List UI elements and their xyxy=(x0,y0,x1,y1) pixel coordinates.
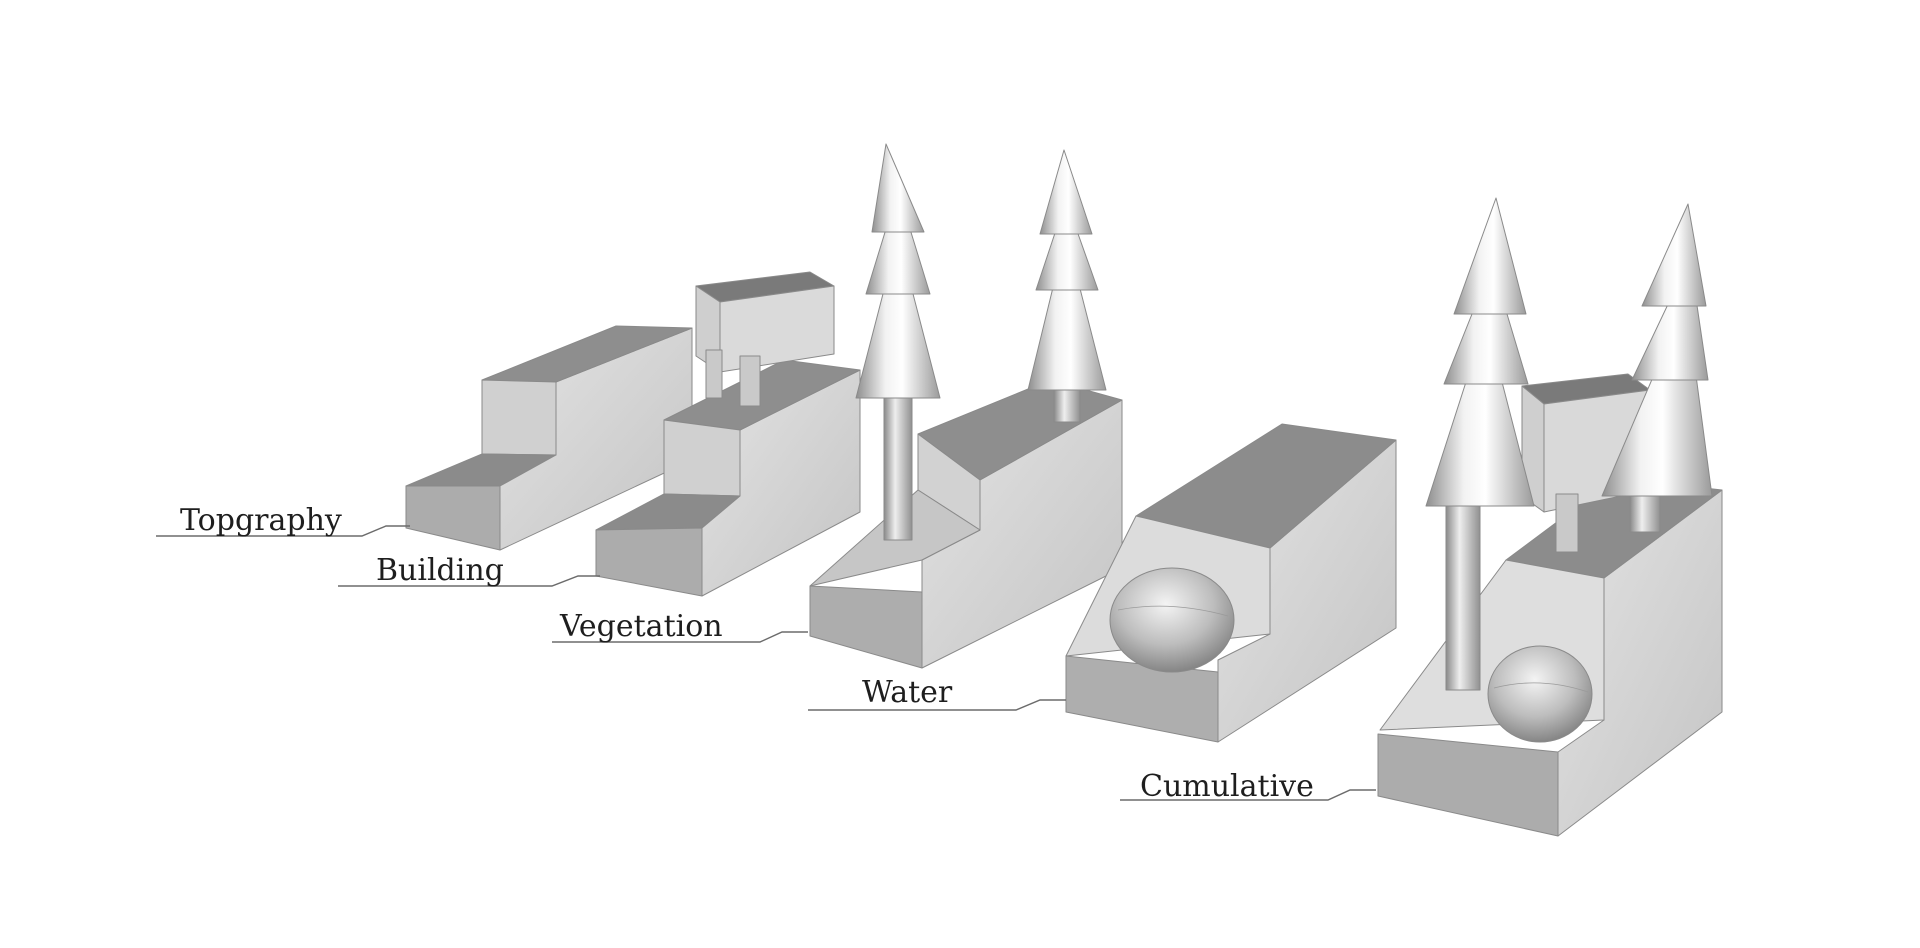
vegetation-tree-cone-top xyxy=(871,143,925,233)
cumulative-tree-cone-top xyxy=(1453,197,1527,315)
vegetation-block xyxy=(809,143,1123,669)
vegetation-tree-cone-top xyxy=(1039,149,1093,235)
topography-slope-face xyxy=(481,379,557,456)
cumulative-label: Cumulative xyxy=(1140,769,1314,804)
topography-block xyxy=(405,325,693,551)
cumulative-tree-cone-middle xyxy=(1443,263,1529,385)
cumulative-tree-cone-top xyxy=(1641,203,1707,307)
vegetation-tree-cone-lower xyxy=(855,235,941,399)
vegetation-label: Vegetation xyxy=(559,609,723,644)
water-body-highlight xyxy=(1117,605,1229,617)
cumulative-tree-cone-lower xyxy=(1425,319,1535,507)
topography-leader-line xyxy=(156,525,410,537)
water-leader-line xyxy=(808,699,1066,711)
water-label: Water xyxy=(862,675,953,710)
water-block xyxy=(1065,423,1397,743)
cumulative-leader-line xyxy=(1120,789,1376,801)
cumulative-block xyxy=(1377,197,1723,837)
water-body xyxy=(1109,567,1235,673)
topography-label: Topgraphy xyxy=(180,503,342,538)
vegetation-front-face xyxy=(809,585,923,669)
building-house-pillar xyxy=(739,355,761,407)
topography-front-face xyxy=(405,485,501,551)
vegetation-tree-cone-middle xyxy=(1035,199,1099,291)
building-front-face xyxy=(595,527,703,597)
cumulative-front-face xyxy=(1377,733,1559,837)
building-house-side xyxy=(719,285,835,373)
building-leader-line xyxy=(338,575,600,587)
cumulative-water-body xyxy=(1487,645,1593,743)
vegetation-tree-trunk xyxy=(883,379,913,541)
building-label: Building xyxy=(376,553,504,588)
building-house-pillar xyxy=(705,349,723,399)
cumulative-water-highlight xyxy=(1493,682,1589,693)
cumulative-tree-trunk xyxy=(1445,479,1481,691)
vegetation-tree-cone-middle xyxy=(865,189,931,295)
cumulative-house-pillar xyxy=(1555,493,1579,553)
building-slope-face xyxy=(663,419,741,497)
building-block xyxy=(595,271,861,597)
vegetation-leader-line xyxy=(552,631,808,643)
vegetation-tree-cone-lower xyxy=(1027,233,1107,391)
